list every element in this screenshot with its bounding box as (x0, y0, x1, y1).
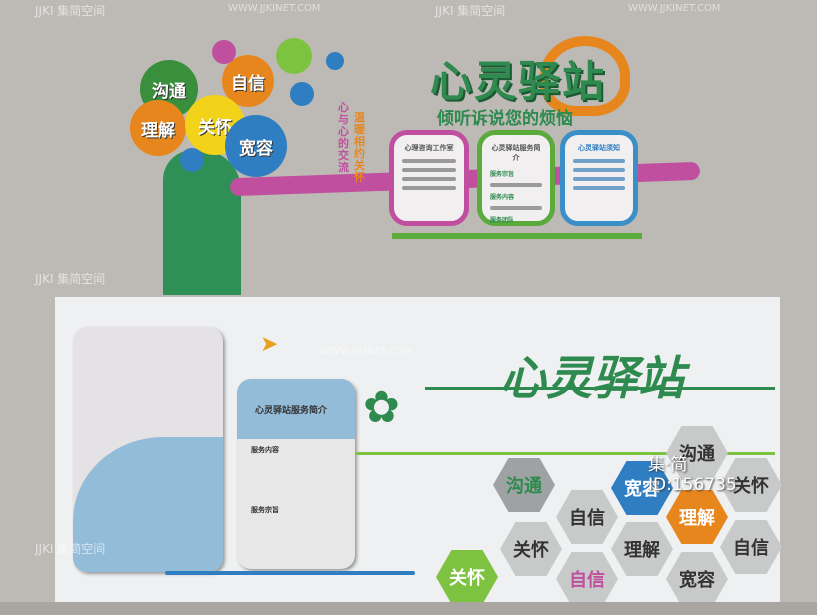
card-section: 服务内容 (251, 446, 279, 454)
watermark: JJKI 集简空间 (35, 542, 106, 556)
info-card: 心理咨询工作室 (389, 130, 469, 226)
card-section: 服务内容 (490, 194, 515, 201)
watermark: WWW.JJKINET.COM (628, 3, 721, 14)
top-subtitle: 倾听诉说您的烦恼 (437, 109, 573, 129)
card-title: 心灵驿站须知 (578, 144, 620, 152)
id-value: ID:156735 (648, 475, 737, 495)
card-section: 服务团队 (490, 217, 515, 224)
floor (0, 602, 817, 615)
dot (180, 148, 204, 172)
bubble: 宽容 (225, 115, 287, 177)
card-title: 心灵驿站服务简介 (491, 144, 541, 162)
info-card: 心灵驿站须知 (560, 130, 638, 226)
clover-icon: ✿ (363, 382, 400, 433)
bubble: 自信 (222, 55, 274, 107)
watermark: JJKI 集简空间 (35, 272, 106, 286)
paper-plane-icon: ➤ (260, 332, 279, 357)
base-line (165, 571, 415, 575)
id-label: 集·简 (648, 455, 688, 475)
watermark: WWW.JJKINET.COM (320, 346, 413, 357)
heart-icon (540, 36, 630, 116)
dot (326, 52, 344, 70)
intro-card: 心灵驿站服务简介 服务内容 服务宗旨 (237, 379, 355, 569)
green-line (355, 452, 775, 455)
bottom-title: 心灵驿站 (500, 351, 684, 405)
dot (212, 40, 236, 64)
watermark: WWW.JJKINET.COM (228, 3, 321, 14)
hexagon: 关怀 (436, 550, 498, 604)
top-title: 心灵驿站 (430, 57, 607, 106)
dot (276, 38, 312, 74)
watermark: JJKI 集简空间 (35, 4, 106, 18)
bubble: 理解 (130, 100, 186, 156)
wave (237, 379, 355, 439)
watermark: JJKI 集简空间 (435, 4, 506, 18)
card-section: 服务宗旨 (490, 171, 515, 178)
intro-card-title: 心灵驿站服务简介 (255, 406, 328, 416)
heartbeat-line (425, 387, 775, 390)
doc-panel (73, 327, 223, 572)
dot (290, 82, 314, 106)
slogan: 心与心的交流 (338, 101, 349, 174)
base-bar (392, 233, 642, 239)
slogan: 温暖相约关怀 (354, 111, 365, 184)
info-card: 心灵驿站服务简介服务宗旨服务内容服务团队 (477, 130, 555, 226)
card-section: 服务宗旨 (251, 506, 279, 514)
id-watermark: 集·简 ID:156735 (648, 455, 737, 495)
tree-trunk (163, 150, 241, 295)
card-title: 心理咨询工作室 (404, 144, 454, 152)
